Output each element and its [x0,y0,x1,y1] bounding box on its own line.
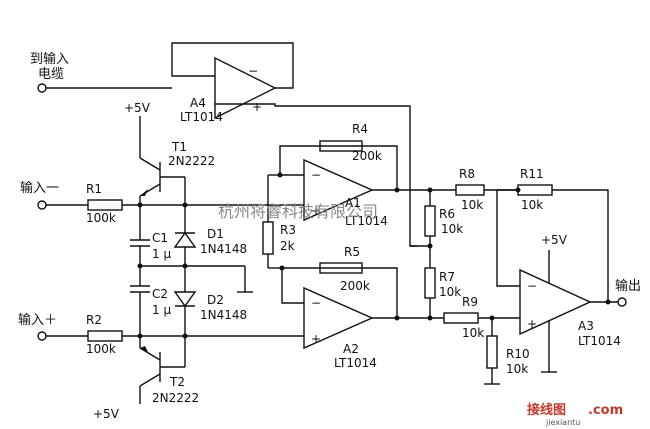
d2-label: D2 [207,293,224,307]
a2-label: A2 [343,342,359,356]
r7-value: 10k [439,285,461,299]
r9-label: R9 [462,295,478,309]
diode-d2 [173,291,197,308]
watermark-site-en: .com [588,403,623,418]
opamp-a2: − + [303,286,374,350]
r4-value: 200k [352,149,382,163]
diode-d1 [173,231,197,248]
d1-part: 1N4148 [200,242,247,256]
c1-value: 1 μ [152,247,171,261]
output-label: 输出 [615,278,641,294]
opamp-a3: − + [519,268,592,336]
c1-label: C1 [152,231,168,245]
watermark-site-cn: 接线图 [527,402,566,418]
resistor-r11 [517,184,553,196]
a1-label: A1 [345,196,361,210]
r10-value: 10k [506,362,528,376]
a3-part: LT1014 [578,334,621,348]
a2-minus: − [311,296,321,310]
resistor-r9 [443,312,479,324]
opamp-a1: − + [303,158,374,222]
a4-plus: + [252,100,262,114]
a3-plus: + [527,317,537,331]
input-minus-terminal[interactable] [37,200,47,210]
r2-value: 100k [86,342,116,356]
vcc-a3: +5V [541,233,568,247]
opamp-a4: − + [214,56,277,120]
resistor-r7 [424,267,436,299]
watermark-site-url: jiexiantu [545,418,580,427]
resistor-r1 [87,199,123,211]
d1-label: D1 [207,227,224,241]
r7-label: R7 [439,270,455,284]
resistor-r4 [319,140,363,152]
transistor-t2 [139,336,186,387]
r3-value: 2k [280,239,295,253]
r2-label: R2 [86,313,102,327]
d2-part: 1N4148 [200,308,247,322]
r8-value: 10k [461,198,483,212]
input-minus-label: 输入一 [20,180,59,196]
r3-label: R3 [280,223,296,237]
r4-label: R4 [352,122,368,136]
r9-value: 10k [462,326,484,340]
a4-part: LT1014 [180,110,223,124]
vcc-bot: +5V [93,407,120,421]
r5-label: R5 [344,245,360,259]
output-terminal[interactable] [617,297,627,307]
r5-value: 200k [340,279,370,293]
watermark-company: 杭州将睿科技有限公司 [218,202,378,221]
a2-plus: + [311,332,321,346]
a1-minus: − [311,168,321,182]
resistor-r6 [424,205,436,237]
a1-part: LT1014 [345,214,388,228]
resistor-r8 [455,184,485,196]
t2-part: 2N2222 [152,391,199,405]
resistor-r5 [319,262,363,274]
resistor-r10 [486,335,498,369]
r8-label: R8 [459,167,475,181]
a2-part: LT1014 [334,356,377,370]
r1-label: R1 [86,182,102,196]
a3-minus: − [527,279,537,293]
a1-plus: + [311,204,321,218]
t2-label: T2 [169,375,185,389]
r10-label: R10 [506,347,530,361]
resistor-r2 [87,330,123,342]
input-plus-label: 输入＋ [18,312,57,328]
r1-value: 100k [86,211,116,225]
t1-label: T1 [171,140,187,154]
r6-value: 10k [441,222,463,236]
r11-value: 10k [521,198,543,212]
input-plus-terminal[interactable] [37,331,47,341]
c2-label: C2 [152,287,168,301]
r6-label: R6 [439,207,455,221]
cable-label-2: 电缆 [38,66,64,82]
r11-label: R11 [520,167,544,181]
vcc-top: +5V [124,101,151,115]
transistor-t1 [139,157,186,205]
t1-part: 2N2222 [168,154,215,168]
c2-value: 1 μ [152,303,171,317]
a4-label: A4 [190,96,206,110]
a4-minus: − [248,64,258,78]
cable-terminal[interactable] [37,83,47,93]
a3-label: A3 [578,319,594,333]
resistor-r3 [262,221,274,255]
cable-label-1: 到输入 [30,51,69,67]
